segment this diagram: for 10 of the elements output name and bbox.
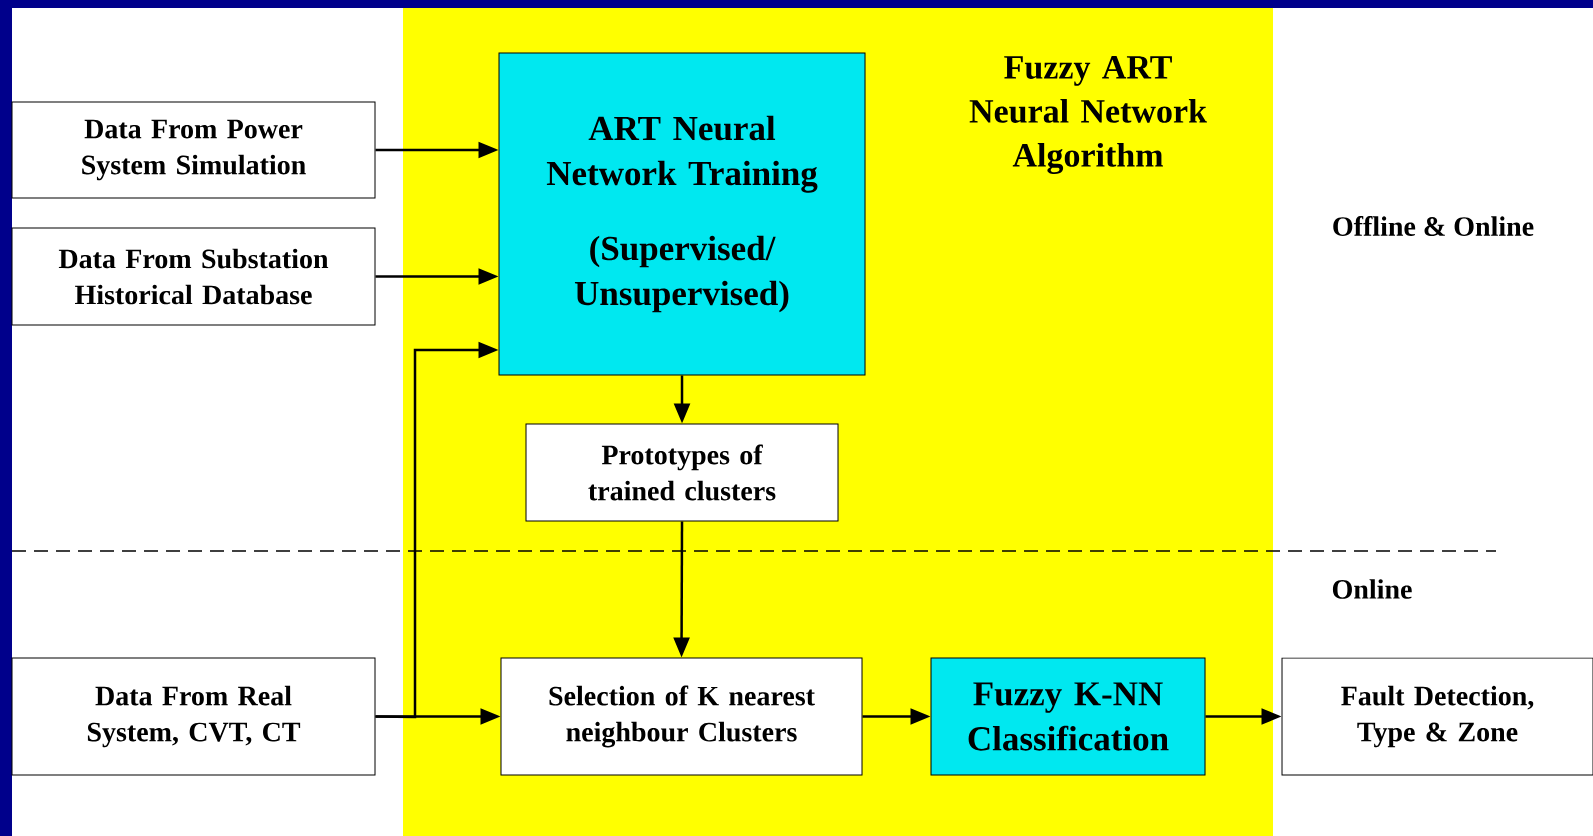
process-box: Data From Substation Historical Database (11, 227, 376, 326)
process-box: Fuzzy K-NN Classification (930, 657, 1206, 776)
process-box: Data From Power System Simulation (11, 101, 376, 199)
process-box: Selection of K nearest neighbour Clusters (500, 657, 863, 776)
region-label: Online (1332, 579, 1412, 599)
process-box: ART Neural Network Training (Supervised/ Unsupervised) (498, 52, 866, 376)
process-box: Fault Detection, Type & Zone (1281, 657, 1593, 776)
region-label: Offline & Online (1333, 216, 1534, 236)
process-box: Data From Real System, CVT, CT (11, 657, 376, 776)
process-box: Prototypes of trained clusters (525, 423, 839, 522)
